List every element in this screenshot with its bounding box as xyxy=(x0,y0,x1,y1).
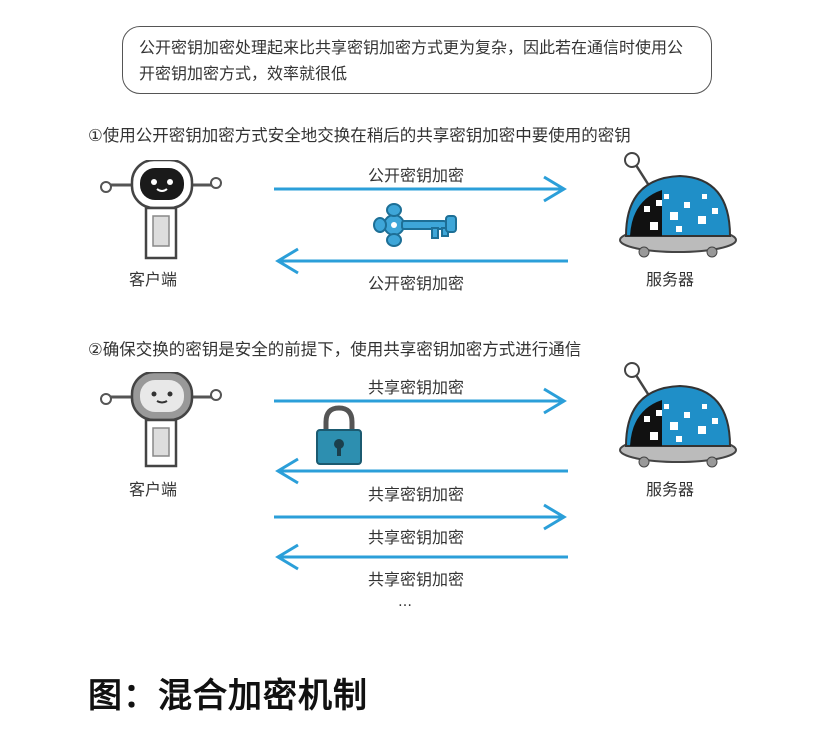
arrow-label: 公开密钥加密 xyxy=(367,166,464,185)
key-icon xyxy=(373,203,457,247)
server-robot-icon xyxy=(619,152,737,258)
client-label: 客户端 xyxy=(129,270,178,289)
arrow-label: 共享密钥加密 xyxy=(367,485,464,504)
step1-title: ①使用公开密钥加密方式安全地交换在稍后的共享密钥加密中要使用的密钥 xyxy=(88,126,631,145)
arrow-right xyxy=(274,503,567,531)
more-indicator: … xyxy=(398,594,412,610)
server-robot-icon xyxy=(619,362,737,468)
arrow-label: 公开密钥加密 xyxy=(367,274,464,293)
arrow-label: 共享密钥加密 xyxy=(367,528,464,547)
client-robot-icon xyxy=(100,160,222,260)
arrow-label: 共享密钥加密 xyxy=(367,570,464,589)
figure-caption: 图：混合加密机制 xyxy=(88,676,368,716)
arrow-label: 共享密钥加密 xyxy=(367,378,464,397)
arrow-right xyxy=(274,387,567,415)
lock-icon xyxy=(316,405,362,465)
arrow-left xyxy=(275,543,568,571)
step2-title: ②确保交换的密钥是安全的前提下，使用共享密钥加密方式进行通信 xyxy=(88,340,582,359)
server-label: 服务器 xyxy=(646,480,695,499)
arrow-right xyxy=(274,175,567,203)
client-label: 客户端 xyxy=(129,480,178,499)
arrow-left xyxy=(275,457,568,485)
server-label: 服务器 xyxy=(646,270,695,289)
explanation-note: 公开密钥加密处理起来比共享密钥加密方式更为复杂，因此若在通信时使用公开密钥加密方… xyxy=(122,26,712,94)
arrow-left xyxy=(275,247,568,275)
client-robot-icon xyxy=(100,372,222,468)
